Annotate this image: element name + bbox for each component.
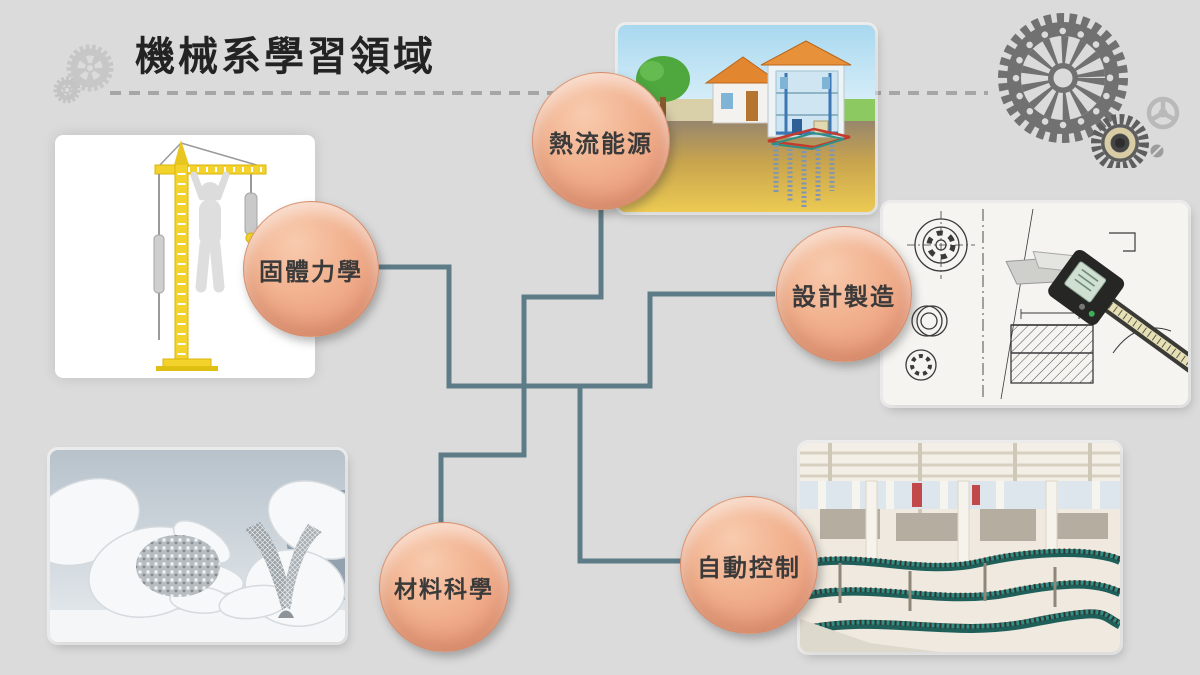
lattice-v-part bbox=[244, 522, 322, 618]
node-automatic-control: 自動控制 bbox=[680, 496, 818, 634]
gloves-lattice-parts-image bbox=[50, 450, 345, 642]
digital-caliper bbox=[1005, 249, 1188, 379]
node-solid-mechanics: 固體力學 bbox=[243, 201, 379, 337]
factory-line-image bbox=[800, 443, 1120, 652]
node-label: 設計製造 bbox=[792, 283, 896, 311]
node-thermal-energy: 熱流能源 bbox=[532, 72, 670, 210]
crane-image bbox=[55, 135, 315, 378]
node-label: 自動控制 bbox=[697, 554, 801, 582]
node-design-manufacturing: 設計製造 bbox=[776, 226, 912, 362]
node-materials-science: 材料科學 bbox=[379, 522, 509, 652]
small-gear-icon bbox=[1091, 114, 1149, 168]
house-cutaway bbox=[704, 40, 852, 138]
gears-watermark-icon bbox=[53, 44, 114, 104]
geothermal-house-image bbox=[618, 25, 875, 212]
dashed-divider bbox=[110, 91, 988, 95]
node-label: 材料科學 bbox=[394, 576, 494, 602]
technical-drawing-caliper-image bbox=[883, 203, 1188, 405]
hanging-figure bbox=[190, 171, 230, 293]
gear-train-icon bbox=[998, 13, 1180, 168]
ground-loops bbox=[767, 127, 851, 209]
node-label: 固體力學 bbox=[259, 258, 363, 286]
node-label: 熱流能源 bbox=[549, 130, 653, 158]
page-title: 機械系學習領域 bbox=[135, 35, 436, 79]
bearing-icon bbox=[1150, 144, 1164, 158]
part-drawings bbox=[905, 208, 1172, 400]
